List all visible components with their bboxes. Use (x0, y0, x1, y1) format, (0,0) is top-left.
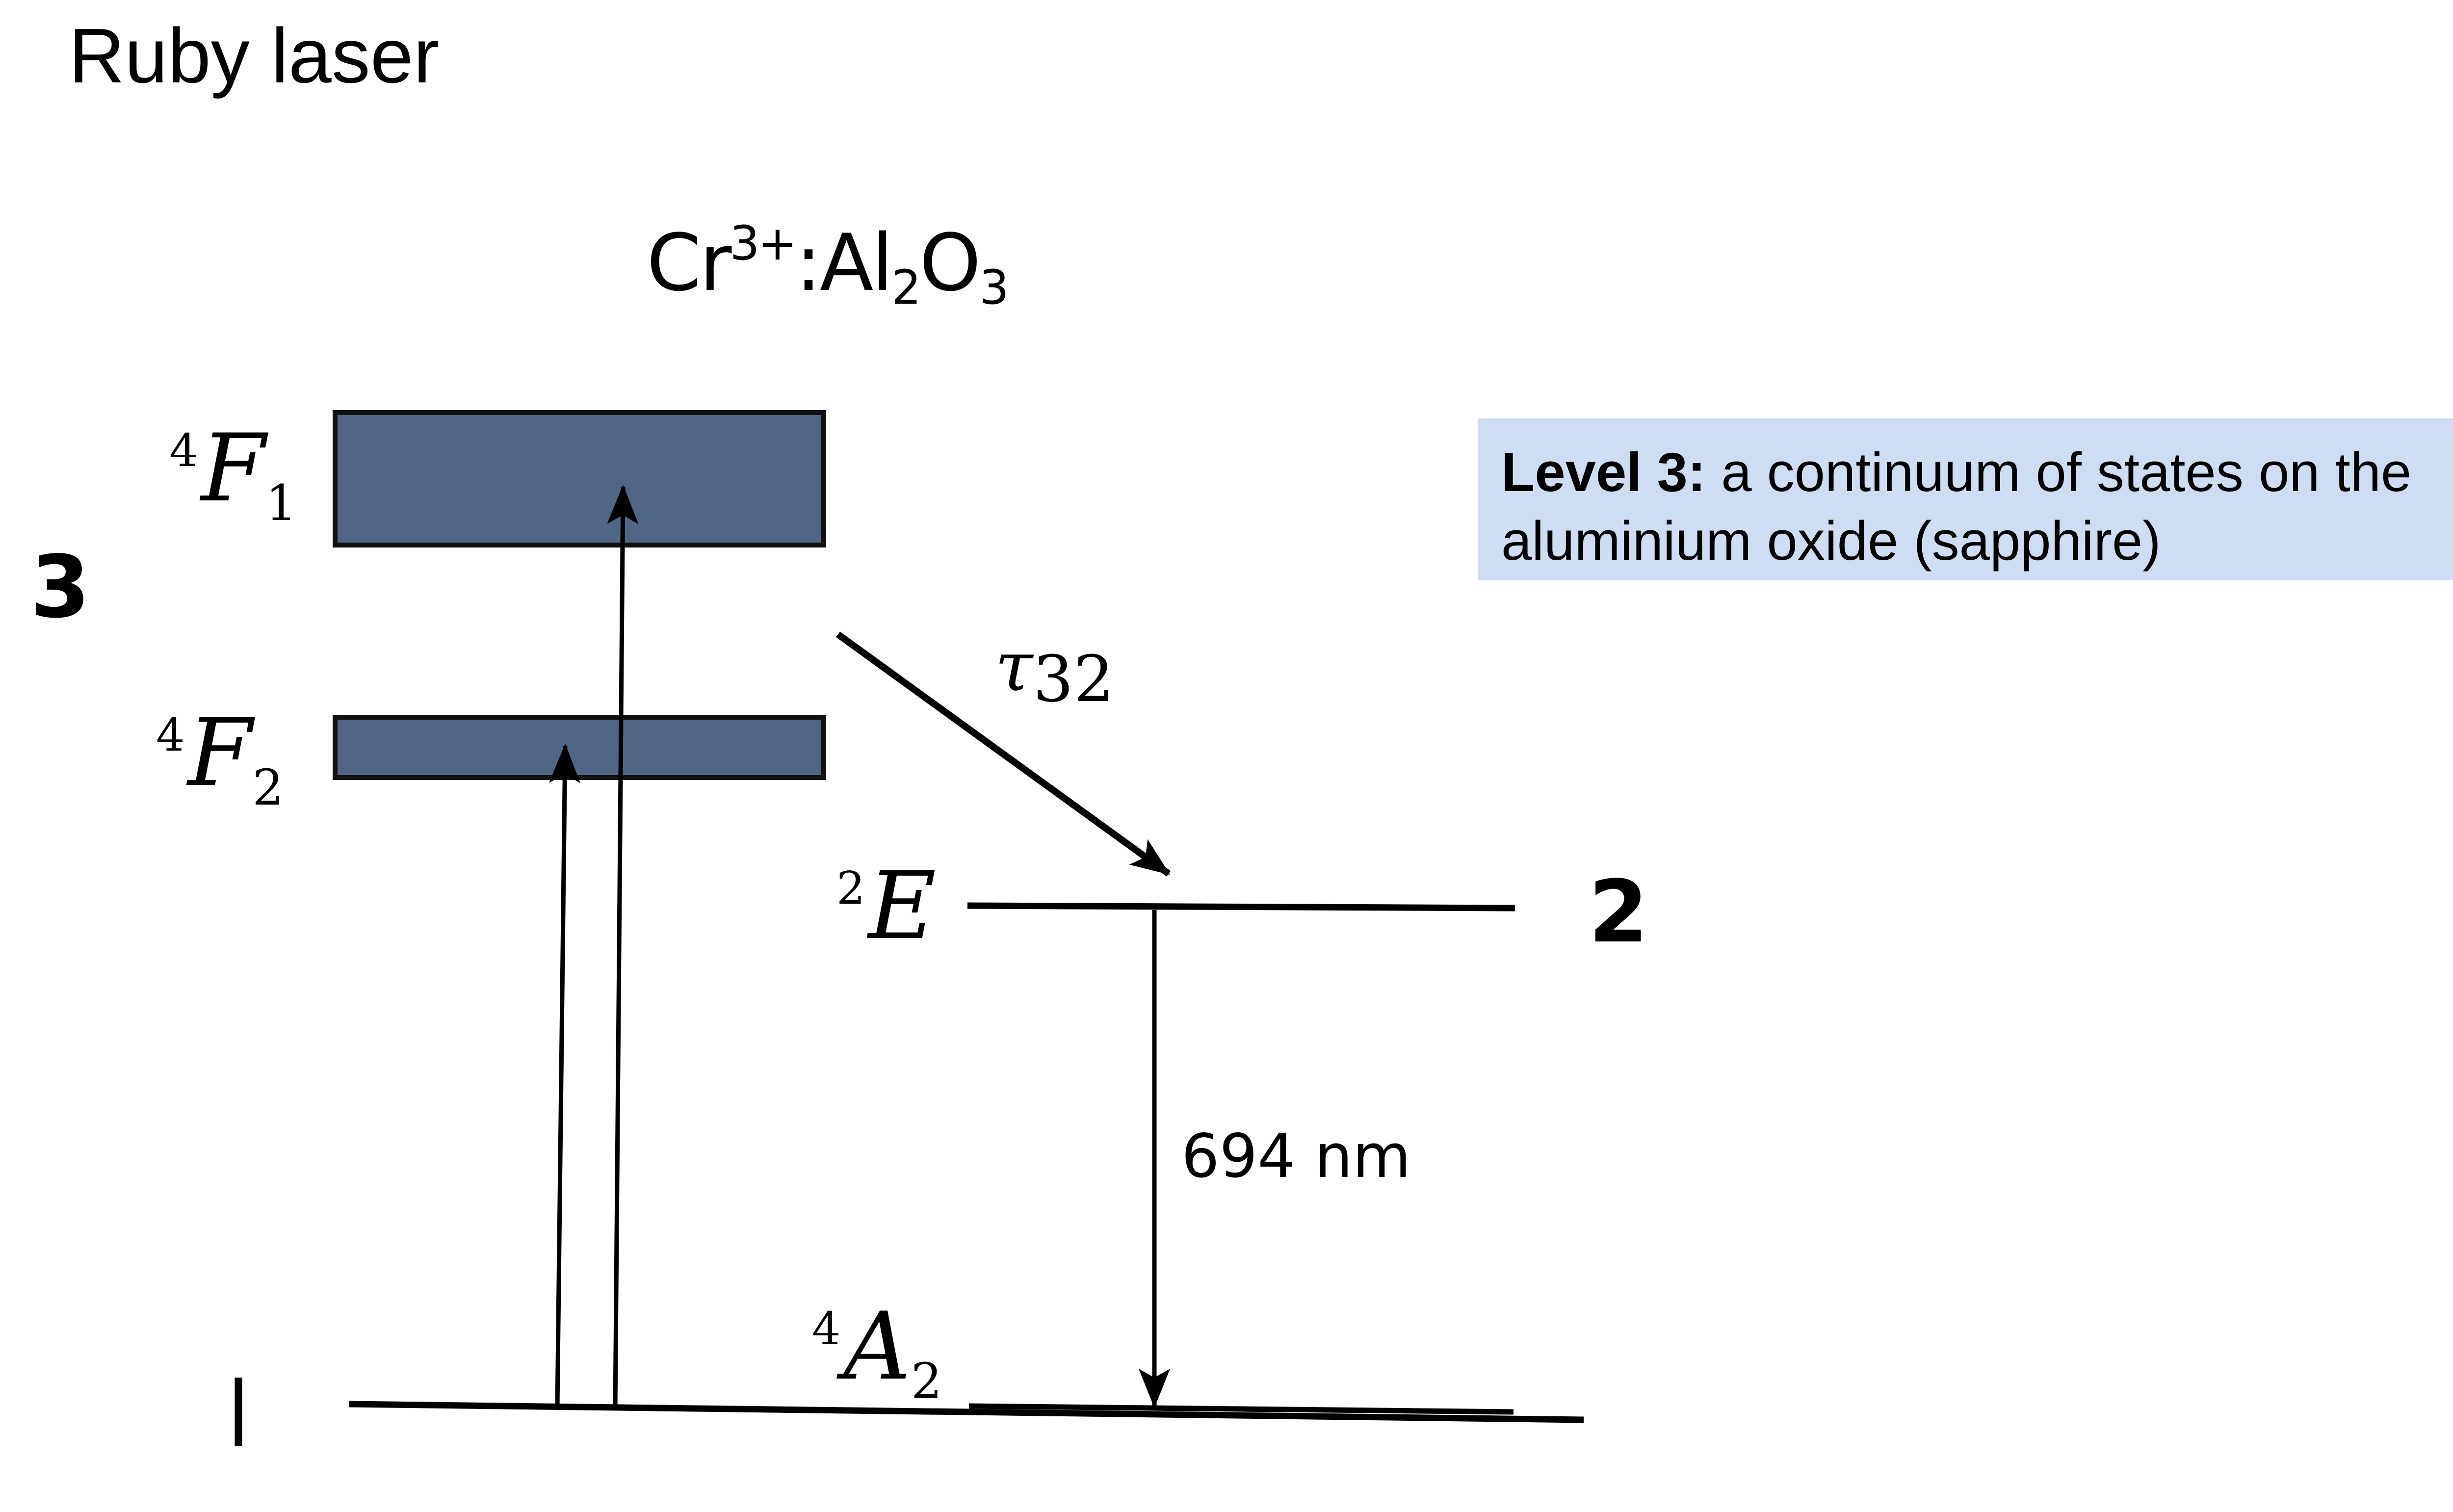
formula-separator: : (795, 217, 822, 309)
pump-arrow-to-4f1 (607, 485, 639, 1409)
label-4f1-multiplicity: 4 (169, 424, 198, 477)
formula-host-a-sub: 2 (891, 260, 921, 315)
label-4a2-subscript: 2 (911, 1353, 942, 1410)
level-number-3: 3 (30, 538, 90, 637)
formula-host-b-sub: 3 (979, 260, 1009, 315)
label-2e: 2E (836, 860, 936, 953)
label-4a2: 4A2 (812, 1300, 942, 1406)
label-4f2-subscript: 2 (252, 759, 284, 816)
label-4a2-symbol: A (843, 1292, 911, 1401)
decay-arrow-tau32 (835, 631, 1171, 877)
label-4f2-symbol: F (187, 699, 253, 807)
band-4f2 (333, 715, 826, 780)
level-line-2e (967, 902, 1515, 912)
level-number-2: 2 (1589, 862, 1648, 962)
level-line-ground (348, 1401, 1584, 1423)
formula-element: Cr (647, 217, 731, 309)
label-4f1-symbol: F (201, 414, 266, 522)
slide-title: Ruby laser (69, 13, 440, 99)
crystal-formula: Cr3+:Al2O3 (647, 216, 1009, 311)
formula-host-a: Al (819, 217, 893, 309)
tau-symbol: τ (995, 627, 1033, 707)
band-4f1 (333, 410, 826, 547)
label-4f1: 4F1 (169, 422, 297, 528)
pump-arrow-to-4f2 (549, 744, 581, 1408)
level-line-ground-overlay (968, 1403, 1514, 1415)
label-2e-symbol: E (868, 852, 937, 960)
label-tau32: τ32 (995, 633, 1114, 711)
formula-charge: 3+ (730, 216, 798, 271)
label-2e-multiplicity: 2 (836, 862, 865, 914)
tau-subscript: 32 (1033, 642, 1114, 716)
info-callout: Level 3: a continuum of states on the al… (1478, 418, 2453, 580)
info-callout-prefix: Level 3: (1501, 442, 1706, 503)
formula-host-b: O (919, 217, 981, 309)
label-wavelength: 694 nm (1181, 1121, 1411, 1191)
label-4f2: 4F2 (156, 706, 284, 812)
label-4a2-multiplicity: 4 (812, 1303, 841, 1355)
label-4f1-subscript: 1 (265, 474, 297, 532)
info-callout-text: a continuum of states on the aluminium o… (1501, 442, 2412, 572)
label-4f2-multiplicity: 4 (156, 709, 185, 761)
